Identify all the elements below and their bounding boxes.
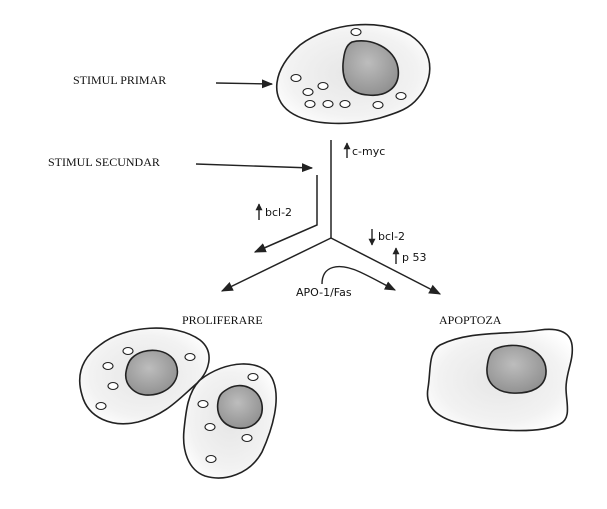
proliferating-cell-2 [182, 363, 277, 479]
label-stimul-primar: STIMUL PRIMAR [73, 73, 166, 87]
label-c-myc: c-myc [352, 145, 385, 158]
proliferating-cell-2-nucleus [216, 384, 263, 430]
vesicle [339, 99, 351, 109]
label-proliferare: PROLIFERARE [182, 313, 263, 327]
arrow-to-proliferare [220, 237, 332, 292]
apoptotic-cell-nucleus [486, 344, 547, 394]
secondary-feed-line [253, 175, 318, 253]
proliferating-cell-1-nucleus [125, 349, 179, 396]
label-apo-fas: APO-1/Fas [296, 286, 352, 299]
vesicle [302, 87, 314, 97]
primary-cell [276, 23, 431, 125]
vesicle [322, 99, 334, 109]
vesicle [247, 372, 259, 382]
vesicle [95, 401, 107, 411]
vesicle [204, 422, 216, 432]
primary-cell-nucleus [342, 40, 400, 97]
label-p53: p 53 [402, 251, 426, 264]
vesicle [317, 81, 329, 91]
vesicle [395, 91, 407, 101]
vesicle [241, 433, 253, 443]
vesicle [350, 27, 362, 37]
vesicle [122, 346, 134, 356]
label-bcl2-right: bcl-2 [378, 230, 405, 243]
proliferating-cell-1 [78, 327, 210, 425]
label-apoptoza: APOPTOZA [439, 313, 502, 327]
label-bcl2-left: bcl-2 [265, 206, 292, 219]
vesicle [372, 100, 384, 110]
arrow-stimul-primar [215, 79, 274, 89]
vesicle [184, 352, 196, 362]
label-stimul-secundar: STIMUL SECUNDAR [48, 155, 160, 169]
arrow-to-apoptoza [330, 237, 442, 295]
apoptotic-cell [426, 328, 574, 432]
vesicle [102, 361, 114, 371]
vesicle [197, 399, 209, 409]
arrow-stimul-secundar [195, 163, 314, 173]
vesicle [205, 454, 217, 464]
vesicle [290, 73, 302, 83]
apo-fas-curve-arrow [321, 265, 397, 291]
vesicle [107, 381, 119, 391]
vesicle [304, 99, 316, 109]
